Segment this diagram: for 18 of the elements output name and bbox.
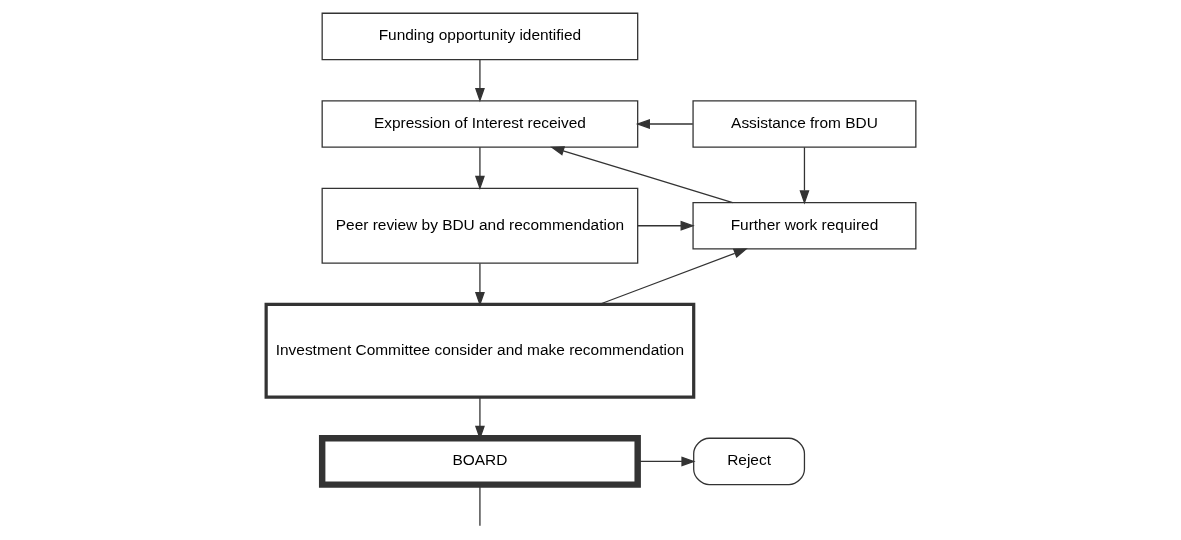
arrow (549, 146, 733, 204)
arrow (799, 146, 809, 205)
node-box: BOARD (318, 435, 641, 488)
node-box: Reject (692, 437, 805, 486)
node-box: Further work required (691, 201, 916, 250)
arrow (635, 119, 693, 129)
arrow (598, 248, 748, 305)
node-box: Investment Committee consider and make recommendation (264, 302, 695, 399)
node-box: Assistance from BDU (691, 100, 916, 148)
arrow (474, 262, 485, 307)
arrow (474, 59, 485, 103)
arrow (637, 456, 696, 467)
node-box: Expression of Interest received (321, 100, 638, 148)
arrow (474, 146, 485, 191)
node-box: Funding opportunity identified (321, 12, 638, 61)
connector (478, 484, 481, 527)
arrow (636, 220, 695, 231)
node-box: Peer review by BDU and recommendation (321, 187, 638, 264)
